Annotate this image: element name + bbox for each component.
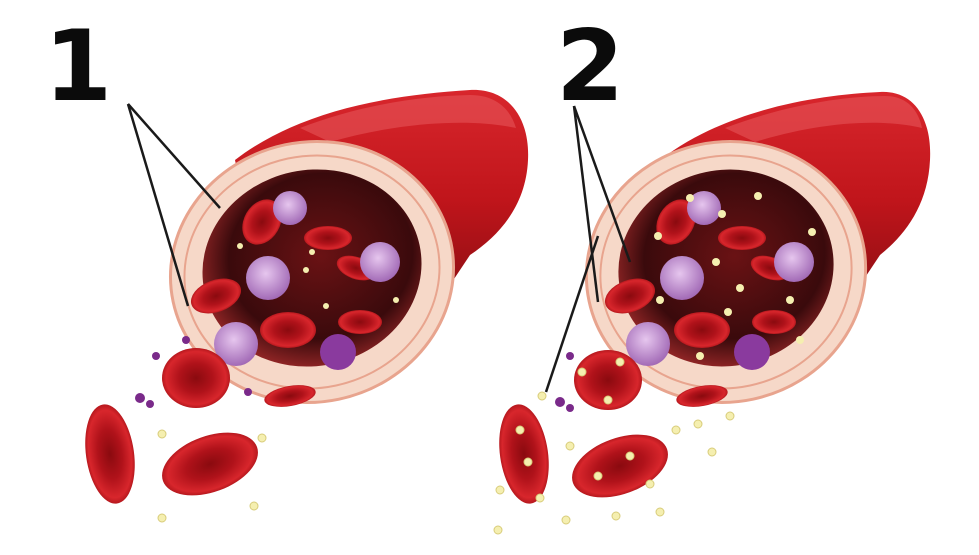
particle-icon [655, 507, 665, 517]
vessel-1-contents [237, 191, 400, 370]
particle-icon [754, 192, 762, 200]
cell-red-icon [674, 312, 730, 348]
cell-red-icon [676, 385, 728, 407]
cell-white-icon [360, 242, 400, 282]
cell-red-icon [574, 350, 642, 410]
particle-icon [603, 395, 613, 405]
particle-icon [257, 433, 267, 443]
label-panel-2: 2 [556, 10, 624, 124]
cell-white-icon [320, 334, 356, 370]
particle-icon [249, 501, 259, 511]
cell-red-icon [572, 434, 668, 498]
particle-icon [615, 357, 625, 367]
particle-icon [393, 297, 399, 303]
platelet-icon [182, 336, 190, 344]
panel-1: 1 [44, 10, 529, 523]
cell-red-icon [190, 278, 242, 314]
particle-icon [724, 308, 732, 316]
cell-red-icon [752, 310, 796, 334]
particle-icon [671, 425, 681, 435]
particle-icon [625, 451, 635, 461]
cell-red-icon [718, 226, 766, 250]
particle-icon [303, 267, 309, 273]
particle-icon [686, 194, 694, 202]
particle-icon [796, 336, 804, 344]
particle-icon [611, 511, 621, 521]
panel-1-spilled-cells [85, 278, 316, 523]
particle-icon [157, 429, 167, 439]
particle-icon [645, 479, 655, 489]
cell-white-icon [626, 322, 670, 366]
particle-icon [515, 425, 525, 435]
cell-red-icon [338, 310, 382, 334]
particle-icon [493, 525, 503, 535]
label-panel-1: 1 [44, 10, 112, 124]
particle-icon [323, 303, 329, 309]
particle-icon [237, 243, 243, 249]
platelet-icon [244, 388, 252, 396]
cell-red-icon [162, 432, 258, 496]
particle-icon [157, 513, 167, 523]
particle-icon [693, 419, 703, 429]
platelet-icon [566, 404, 574, 412]
particle-icon [712, 258, 720, 266]
leader-line-1b [126, 103, 190, 307]
platelet-icon [555, 397, 565, 407]
particle-icon [654, 232, 662, 240]
particle-icon [495, 485, 505, 495]
vessel-2-contents [654, 191, 816, 370]
cell-white-icon [660, 256, 704, 300]
cell-white-icon [687, 191, 721, 225]
particle-icon [696, 352, 704, 360]
particle-icon [736, 284, 744, 292]
particle-icon [565, 441, 575, 451]
cell-red-icon [260, 312, 316, 348]
cell-red-icon [656, 199, 696, 245]
leader-line-2c [544, 235, 600, 393]
particle-icon [786, 296, 794, 304]
platelet-icon [566, 352, 574, 360]
particle-icon [725, 411, 735, 421]
cell-red-icon [499, 404, 549, 504]
cell-white-icon [246, 256, 290, 300]
cell-white-icon [214, 322, 258, 366]
particle-icon [593, 471, 603, 481]
particle-icon [537, 391, 547, 401]
particle-icon [577, 367, 587, 377]
vessel-1-highlight [300, 95, 516, 142]
panel-2-spilled-cells [493, 278, 735, 535]
particle-icon [707, 447, 717, 457]
cell-red-icon [304, 226, 352, 250]
platelet-icon [146, 400, 154, 408]
cell-red-icon [242, 199, 282, 245]
particle-icon [808, 228, 816, 236]
cell-white-icon [734, 334, 770, 370]
leader-line-2b [572, 105, 600, 303]
cell-red-icon [162, 348, 230, 408]
cell-white-icon [774, 242, 814, 282]
cell-red-icon [85, 404, 135, 504]
vessel-2-wall-inner-ring [599, 154, 853, 390]
vessel-2-highlight [725, 96, 922, 142]
platelet-icon [152, 352, 160, 360]
cell-red-icon [604, 278, 656, 314]
panel-2: 2 [493, 10, 931, 535]
leader-line-1a [127, 103, 221, 209]
particle-icon [523, 457, 533, 467]
leader-line-2a [572, 105, 632, 263]
particle-icon [309, 249, 315, 255]
cell-white-icon [273, 191, 307, 225]
platelet-icon [135, 393, 145, 403]
particle-icon [535, 493, 545, 503]
particle-icon [561, 515, 571, 525]
particle-icon [718, 210, 726, 218]
cell-red-icon [264, 385, 316, 407]
particle-icon [656, 296, 664, 304]
